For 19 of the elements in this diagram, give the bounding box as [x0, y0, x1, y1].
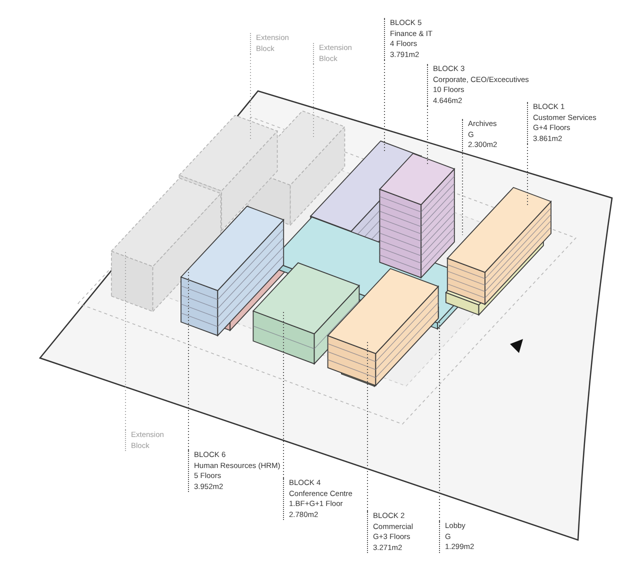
leader-line [125, 250, 126, 430]
leader-label [283, 478, 352, 520]
leader-line [313, 64, 314, 138]
leader-label [188, 450, 280, 492]
leader-label [439, 521, 474, 552]
leader-label [384, 18, 433, 60]
leader-line [283, 310, 284, 478]
leader-line [427, 106, 428, 166]
leader-label [427, 64, 529, 106]
leader-line [527, 144, 528, 206]
leader-label [367, 511, 414, 553]
leader-line [367, 340, 368, 512]
leader-label [462, 119, 498, 150]
leader-line [439, 320, 440, 522]
leader-line [384, 60, 385, 152]
leader-label [527, 102, 596, 144]
leader-line [462, 150, 463, 236]
leader-line [250, 54, 251, 140]
leader-line [188, 268, 189, 450]
